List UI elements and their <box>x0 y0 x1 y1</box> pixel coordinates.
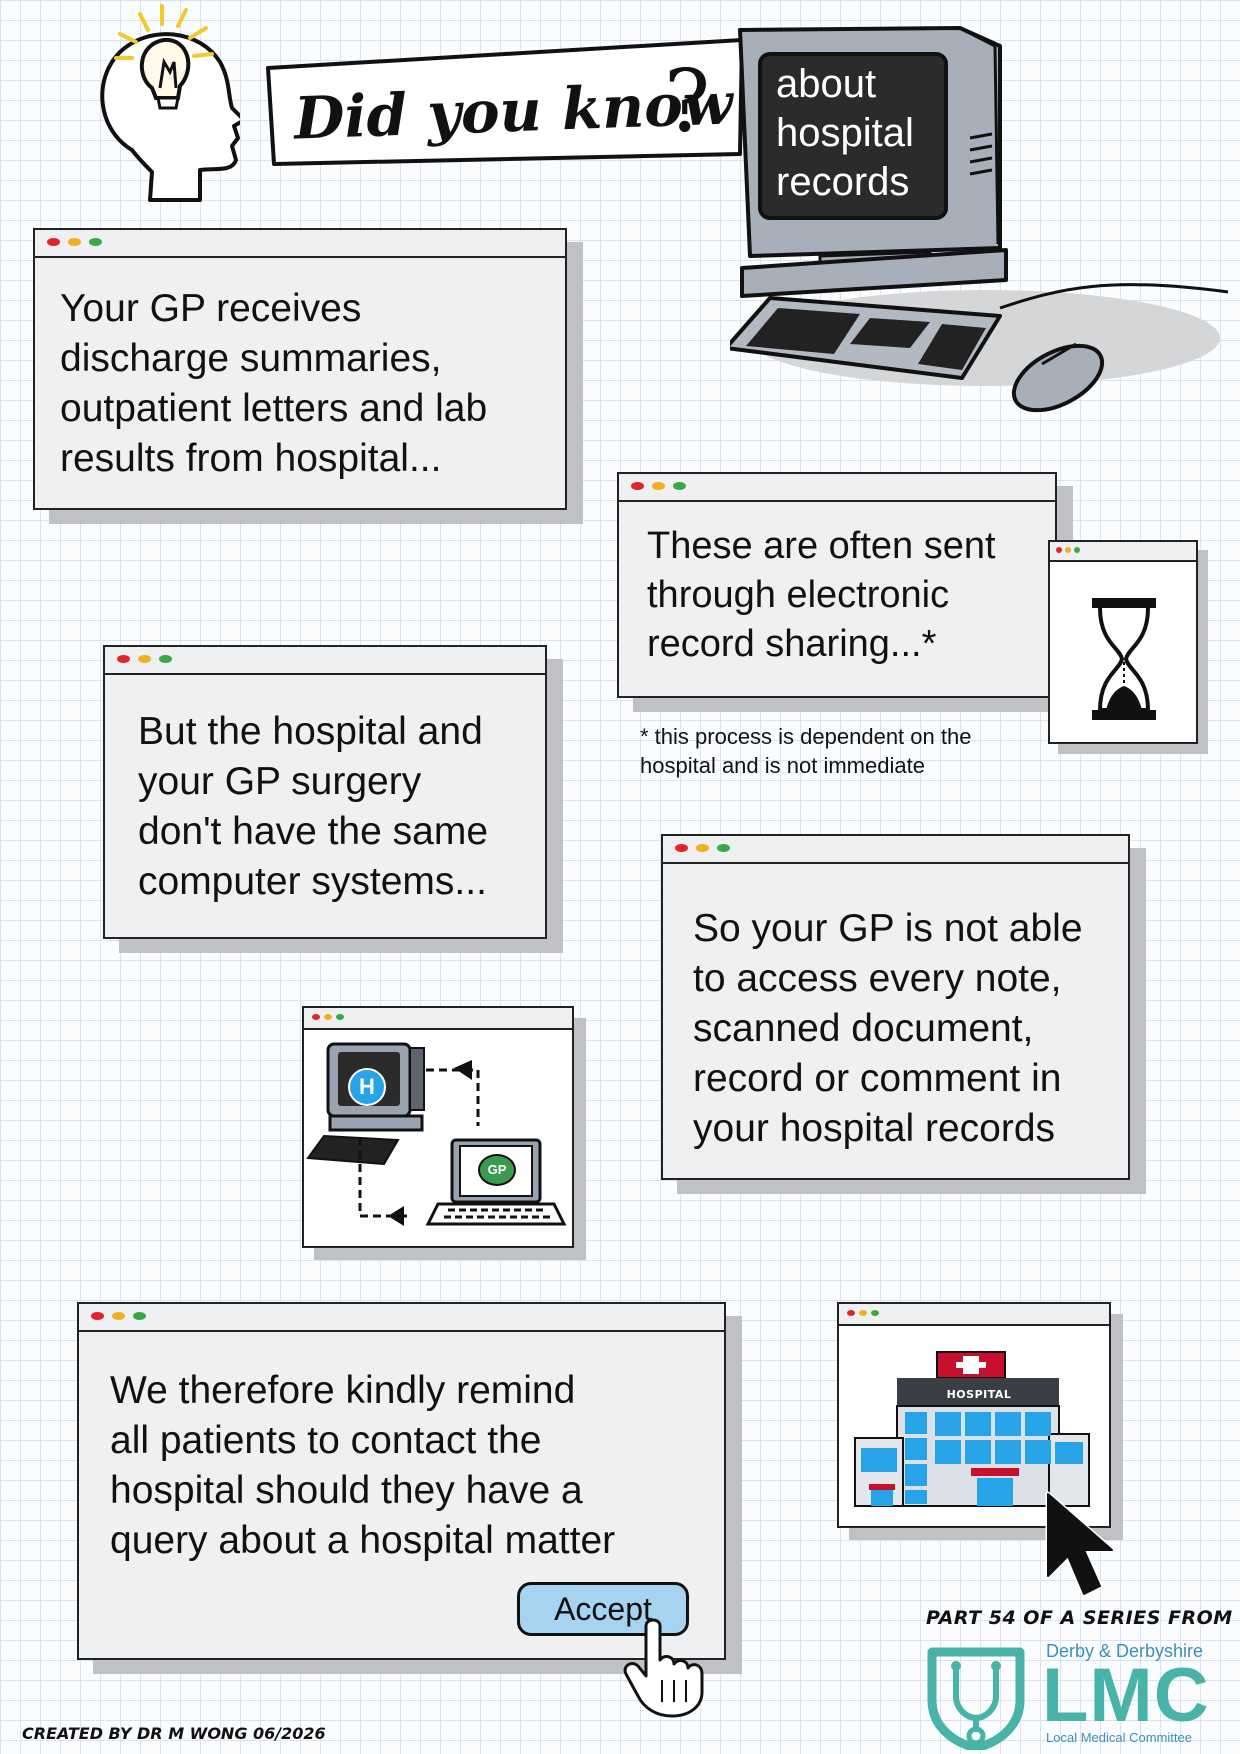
window-titlebar <box>619 474 1055 502</box>
window-titlebar <box>79 1304 724 1332</box>
maximize-dot-icon <box>871 1310 879 1316</box>
record-transfer-window: H GP <box>302 1006 574 1248</box>
lmc-logo: Derby & Derbyshire LMC Local Medical Com… <box>924 1638 1224 1750</box>
series-label: PART 54 OF A SERIES FROM <box>926 1607 1233 1629</box>
hourglass-icon <box>1092 598 1156 720</box>
org-name-bottom: Local Medical Committee <box>1046 1730 1192 1745</box>
minimize-dot-icon <box>1065 547 1071 553</box>
maximize-dot-icon <box>89 238 102 246</box>
close-dot-icon <box>91 1312 104 1320</box>
info-card-gp-access: So your GP is not able to access every n… <box>661 834 1130 1180</box>
minimize-dot-icon <box>138 655 151 663</box>
org-name-top: Derby & Derbyshire <box>1046 1641 1204 1661</box>
hourglass-window <box>1048 540 1198 744</box>
minimize-dot-icon <box>324 1014 332 1020</box>
close-dot-icon <box>675 844 688 852</box>
pointing-hand-cursor-icon <box>623 1618 704 1718</box>
footnote-text: * this process is dependent on the hospi… <box>640 724 972 778</box>
maximize-dot-icon <box>1074 547 1080 553</box>
info-card-reminder: We therefore kindly remind all patients … <box>77 1302 726 1660</box>
close-dot-icon <box>117 655 130 663</box>
minimize-dot-icon <box>68 238 81 246</box>
credit-label: CREATED BY DR M WONG 06/2026 <box>22 1724 326 1743</box>
card-text: Your GP receives discharge summaries, ou… <box>60 287 488 480</box>
window-titlebar <box>35 230 565 258</box>
card-text: We therefore kindly remind all patients … <box>110 1369 616 1562</box>
hospital-sign: HOSPITAL <box>946 1388 1012 1401</box>
minimize-dot-icon <box>859 1310 867 1316</box>
info-card-electronic-sharing: These are often sent through electronic … <box>617 472 1057 698</box>
maximize-dot-icon <box>159 655 172 663</box>
window-titlebar <box>1050 542 1196 562</box>
card-text: But the hospital and your GP surgery don… <box>138 710 489 903</box>
maximize-dot-icon <box>717 844 730 852</box>
info-card-discharge-summaries: Your GP receives discharge summaries, ou… <box>33 228 567 510</box>
card-text: These are often sent through electronic … <box>647 525 996 665</box>
mouse-pointer-icon <box>1045 1491 1115 1597</box>
window-titlebar <box>839 1304 1109 1326</box>
minimize-dot-icon <box>112 1312 125 1320</box>
computer-illustration: about hospital records <box>730 18 1230 418</box>
maximize-dot-icon <box>133 1312 146 1320</box>
maximize-dot-icon <box>336 1014 344 1020</box>
minimize-dot-icon <box>696 844 709 852</box>
close-dot-icon <box>47 238 60 246</box>
stethoscope-shield-icon <box>927 1647 1025 1750</box>
did-you-know-banner: Did you know ? <box>264 36 744 166</box>
close-dot-icon <box>312 1014 320 1020</box>
monitor-screen-text: about hospital records <box>776 62 914 204</box>
window-titlebar <box>105 647 545 675</box>
record-transfer-diagram <box>306 1042 567 1226</box>
window-titlebar <box>663 836 1128 864</box>
lightbulb-head-icon <box>80 0 246 210</box>
question-mark: ? <box>664 52 711 152</box>
info-card-computer-systems: But the hospital and your GP surgery don… <box>103 645 547 939</box>
hospital-h-badge: H <box>348 1068 386 1106</box>
maximize-dot-icon <box>673 482 686 490</box>
hospital-building-icon <box>854 1351 1090 1507</box>
close-dot-icon <box>1056 547 1062 553</box>
close-dot-icon <box>631 482 644 490</box>
org-logo-text: LMC <box>1042 1653 1210 1738</box>
gp-badge: GP <box>478 1154 516 1186</box>
card-text: So your GP is not able to access every n… <box>693 907 1083 1150</box>
minimize-dot-icon <box>652 482 665 490</box>
close-dot-icon <box>847 1310 855 1316</box>
window-titlebar <box>304 1008 572 1030</box>
hospital-window: HOSPITAL <box>837 1302 1111 1528</box>
